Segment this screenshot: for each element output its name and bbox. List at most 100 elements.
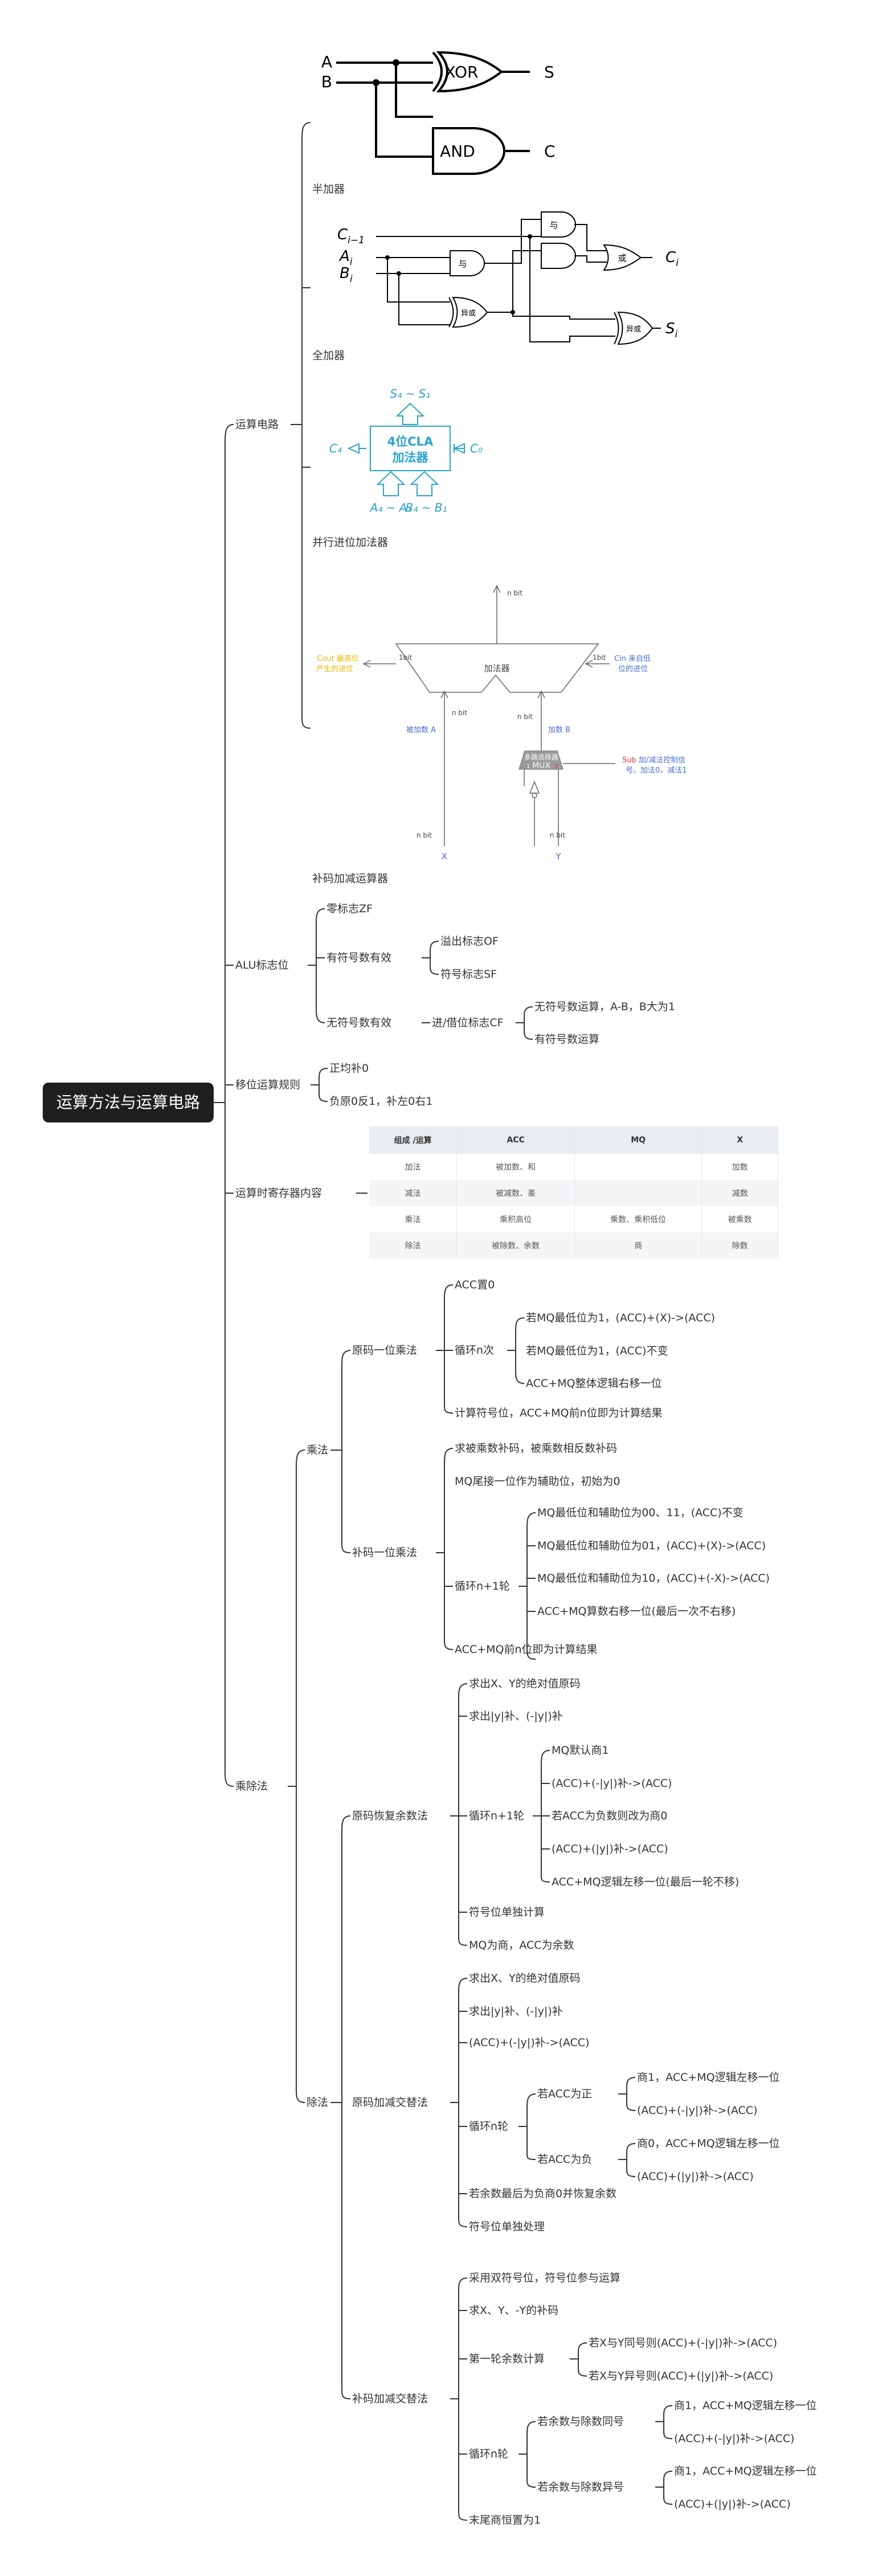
node-mul-comp[interactable]: 补码一位乘法	[352, 1546, 418, 1559]
node-div-restore-s4[interactable]: MQ为商，ACC为余数	[469, 1939, 574, 1952]
node-div-comp-same2[interactable]: (ACC)+(-|y|)补->(ACC)	[674, 2432, 795, 2445]
node-cf[interactable]: 进/借位标志CF	[432, 1016, 504, 1029]
node-mul-comp-loop4[interactable]: ACC+MQ算数右移一位(最后一次不右移)	[537, 1605, 736, 1618]
node-div-restore-loop1[interactable]: MQ默认商1	[552, 1744, 609, 1757]
node-cf-signed[interactable]: 有符号数运算	[534, 1033, 600, 1046]
node-mul-comp-loop1[interactable]: MQ最低位和辅助位为00、11，(ACC)不变	[537, 1507, 744, 1519]
table-row: 加法 被加数、和 加数	[369, 1154, 778, 1180]
cout-line2: 产生的进位	[316, 664, 353, 673]
node-div-comp-same[interactable]: 若余数与除数同号	[537, 2415, 624, 2428]
node-cf-unsigned[interactable]: 无符号数运算，A-B，B大为1	[534, 1001, 675, 1013]
node-div-restore-loop3[interactable]: 若ACC为负数则改为商0	[552, 1810, 668, 1822]
node-div-comp-first[interactable]: 第一轮余数计算	[469, 2353, 545, 2365]
node-div-alt-neg[interactable]: 若ACC为负	[537, 2153, 593, 2166]
node-shift-neg[interactable]: 负原0反1，补左0右1	[329, 1095, 433, 1108]
table-header: MQ	[574, 1126, 703, 1154]
node-mul-orig-loop3[interactable]: ACC+MQ整体逻辑右移一位	[526, 1377, 662, 1390]
node-div-comp[interactable]: 补码加减交替法	[352, 2393, 428, 2405]
node-mul-comp-end[interactable]: ACC+MQ前n位即为计算结果	[455, 1643, 598, 1656]
node-div[interactable]: 除法	[307, 2096, 329, 2109]
node-div-comp-diff2[interactable]: (ACC)+(|y|)补->(ACC)	[674, 2498, 791, 2510]
node-signed[interactable]: 有符号数有效	[326, 952, 392, 964]
node-mul[interactable]: 乘法	[307, 1444, 329, 1456]
gate-and-1: 与	[458, 259, 467, 269]
node-mul-orig[interactable]: 原码一位乘法	[352, 1344, 418, 1357]
node-div-alt-loop[interactable]: 循环n轮	[469, 2120, 509, 2133]
node-div-restore[interactable]: 原码恢复余数法	[352, 1810, 428, 1822]
node-div-comp-first1[interactable]: 若X与Y同号则(ACC)+(-|y|)补->(ACC)	[589, 2337, 778, 2349]
table-cell: 加法	[369, 1154, 458, 1180]
node-shift-rules[interactable]: 移位运算规则	[235, 1079, 301, 1091]
node-mul-orig-acc0[interactable]: ACC置0	[455, 1279, 495, 1291]
node-unsigned[interactable]: 无符号数有效	[326, 1016, 392, 1029]
node-div-restore-loop[interactable]: 循环n+1轮	[469, 1810, 525, 1822]
node-alu-flags[interactable]: ALU标志位	[235, 959, 289, 971]
node-div-alt-neg2[interactable]: (ACC)+(|y|)补->(ACC)	[637, 2170, 754, 2183]
node-div-restore-loop2[interactable]: (ACC)+(-|y|)补->(ACC)	[552, 1777, 672, 1790]
node-mul-comp-loop[interactable]: 循环n+1轮	[455, 1580, 511, 1593]
table-cell: 乘积高位	[456, 1206, 575, 1232]
table-row: 除法 被除数、余数 商 除数	[369, 1232, 778, 1259]
node-mul-comp-loop3[interactable]: MQ最低位和辅助位为10，(ACC)+(-X)->(ACC)	[537, 1572, 770, 1585]
node-div-alt[interactable]: 原码加减交替法	[352, 2096, 428, 2109]
cin-line1: Cin 来自低	[614, 655, 651, 663]
node-div-alt-pos[interactable]: 若ACC为正	[537, 2088, 593, 2100]
node-div-alt-pos2[interactable]: (ACC)+(-|y|)补->(ACC)	[637, 2104, 758, 2117]
node-div-restore-loop4[interactable]: (ACC)+(|y|)补->(ACC)	[552, 1843, 668, 1855]
node-parallel-adder[interactable]: 并行进位加法器	[312, 536, 389, 549]
node-div-alt-s4[interactable]: 若余数最后为负商0并恢复余数	[469, 2187, 617, 2200]
onebit-right: 1bit	[593, 654, 606, 662]
node-muldiv[interactable]: 乘除法	[235, 1780, 268, 1793]
node-div-comp-diff[interactable]: 若余数与除数异号	[537, 2481, 624, 2493]
node-half-adder[interactable]: 半加器	[312, 183, 345, 195]
node-complement-adder[interactable]: 补码加减运算器	[312, 872, 389, 885]
node-div-restore-s2[interactable]: 求出|y|补、(-|y|)补	[469, 1710, 563, 1722]
node-div-alt-neg1[interactable]: 商0，ACC+MQ逻辑左移一位	[637, 2137, 780, 2150]
gate-xor-2: 异或	[626, 325, 641, 334]
label-s: S	[544, 63, 554, 81]
node-sf[interactable]: 符号标志SF	[440, 968, 497, 981]
node-div-comp-same1[interactable]: 商1，ACC+MQ逻辑左移一位	[674, 2399, 817, 2412]
node-div-alt-s5[interactable]: 符号位单独处理	[469, 2220, 545, 2233]
node-div-comp-s2[interactable]: 求X、Y、-Y的补码	[469, 2304, 559, 2317]
node-div-comp-end[interactable]: 末尾商恒置为1	[469, 2514, 541, 2526]
node-zf[interactable]: 零标志ZF	[326, 903, 373, 915]
mux-line1: 多路选择器	[524, 753, 558, 761]
table-cell: 加数	[701, 1154, 778, 1180]
node-of[interactable]: 溢出标志OF	[440, 935, 499, 948]
node-mul-orig-loop2[interactable]: 若MQ最低位为1，(ACC)不变	[526, 1345, 668, 1357]
node-mul-comp-s2[interactable]: MQ尾接一位作为辅助位，初始为0	[455, 1475, 620, 1488]
table-cell: 除法	[369, 1232, 458, 1259]
node-div-restore-loop5[interactable]: ACC+MQ逻辑左移一位(最后一轮不移)	[552, 1876, 740, 1888]
node-div-comp-diff1[interactable]: 商1，ACC+MQ逻辑左移一位	[674, 2465, 817, 2477]
node-div-restore-s1[interactable]: 求出X、Y的绝对值原码	[469, 1677, 581, 1690]
node-mul-comp-s1[interactable]: 求被乘数补码，被乘数相反数补码	[455, 1442, 618, 1455]
table-cell: 被减数、差	[456, 1180, 575, 1206]
mux-in-0: 0	[555, 764, 558, 770]
node-div-alt-s2[interactable]: 求出|y|补、(-|y|)补	[469, 2005, 563, 2018]
node-mul-orig-loop1[interactable]: 若MQ最低位为1，(ACC)+(X)->(ACC)	[526, 1312, 716, 1324]
node-mul-orig-loop[interactable]: 循环n次	[455, 1344, 495, 1357]
half-adder-labels: A B XOR AND S C	[321, 52, 556, 161]
node-mul-orig-end[interactable]: 计算符号位，ACC+MQ前n位即为计算结果	[455, 1407, 663, 1419]
node-div-alt-s1[interactable]: 求出X、Y的绝对值原码	[469, 1972, 581, 1985]
node-div-comp-first2[interactable]: 若X与Y异号则(ACC)+(|y|)补->(ACC)	[589, 2370, 774, 2382]
node-circuits[interactable]: 运算电路	[235, 418, 279, 431]
table-cell: 商	[574, 1232, 703, 1259]
node-div-comp-s1[interactable]: 采用双符号位，符号位参与运算	[469, 2272, 621, 2284]
node-div-alt-s3[interactable]: (ACC)+(-|y|)补->(ACC)	[469, 2036, 590, 2049]
table-header-row: 组成 /运算 ACC MQ X	[369, 1126, 778, 1154]
node-shift-pos[interactable]: 正均补0	[329, 1062, 369, 1075]
node-full-adder[interactable]: 全加器	[312, 349, 345, 362]
label-and: AND	[440, 142, 475, 161]
root-node[interactable]: 运算方法与运算电路	[43, 1083, 214, 1122]
node-div-comp-loop[interactable]: 循环n轮	[469, 2448, 509, 2460]
label-xor: XOR	[445, 63, 479, 81]
node-div-alt-pos1[interactable]: 商1，ACC+MQ逻辑左移一位	[637, 2071, 780, 2084]
node-registers[interactable]: 运算时寄存器内容	[235, 1187, 322, 1199]
nbit-top: n bit	[507, 589, 522, 597]
node-mul-comp-loop2[interactable]: MQ最低位和辅助位为01，(ACC)+(X)->(ACC)	[537, 1540, 766, 1552]
node-div-restore-s3[interactable]: 符号位单独计算	[469, 1906, 545, 1918]
complement-adder-figure	[362, 585, 615, 846]
half-adder-figure	[336, 51, 530, 175]
